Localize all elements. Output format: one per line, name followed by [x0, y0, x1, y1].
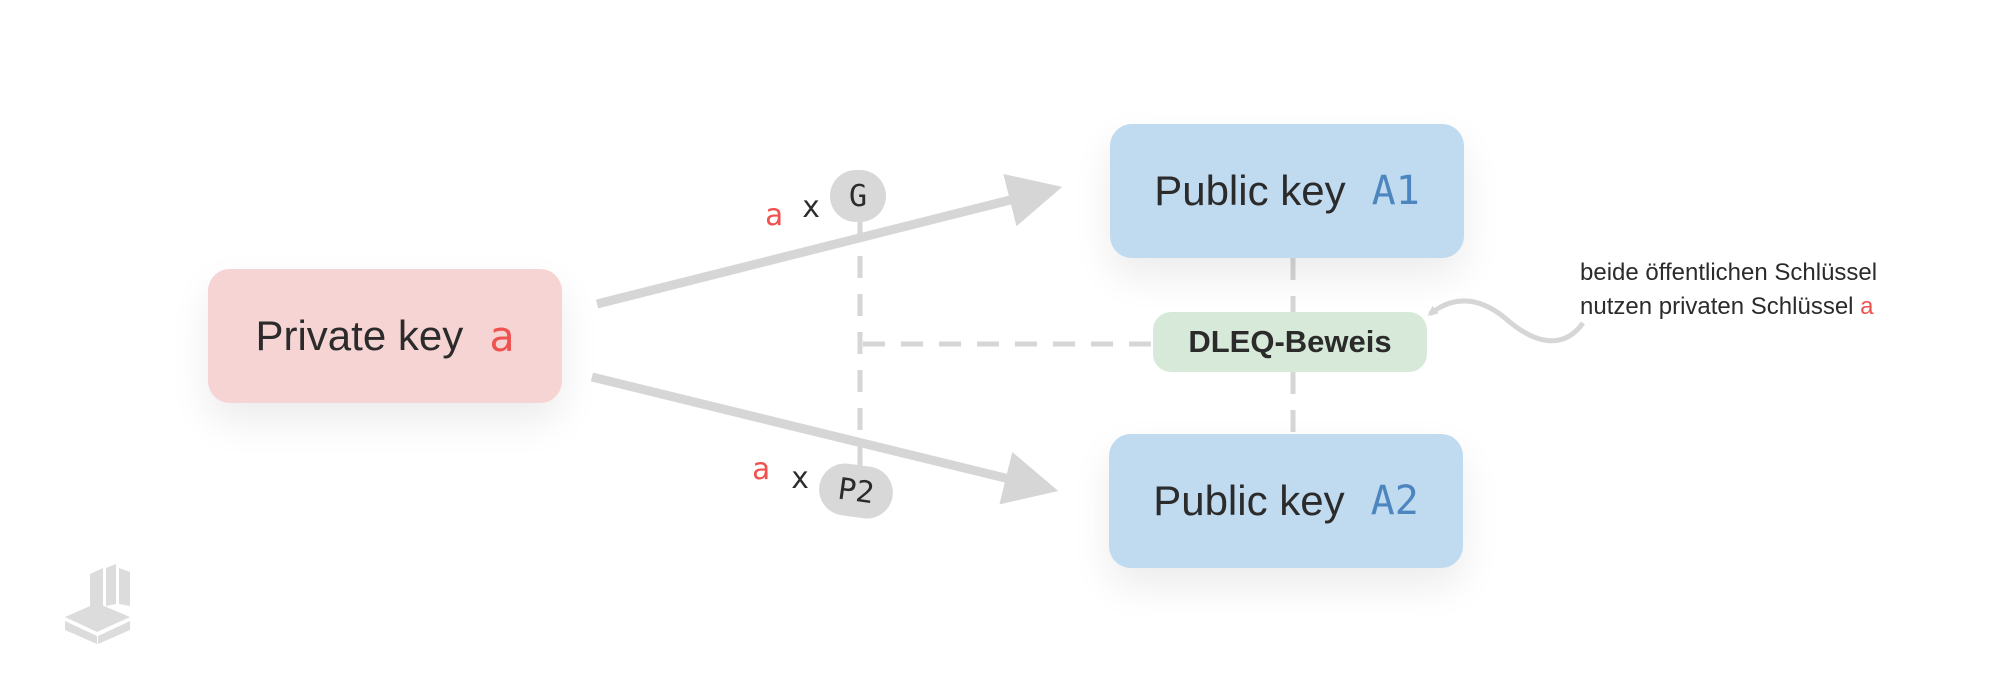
- bottom-operation-operator: x: [791, 461, 810, 496]
- logo-icon: [65, 564, 130, 644]
- private-key-label: Private key: [255, 312, 464, 359]
- top-operation-operator: x: [802, 190, 821, 225]
- public-key-1-label: Public key: [1154, 167, 1346, 214]
- private-key-box: Private key a: [208, 269, 562, 403]
- annotation-line-1: beide öffentlichen Schlüssel: [1580, 259, 1878, 286]
- annotation-pointer-arrow: [1427, 298, 1586, 344]
- public-key-1-box: Public key A1: [1110, 124, 1464, 258]
- arrow-to-public-key-2: [590, 372, 1059, 505]
- annotation-highlight-variable: a: [1860, 293, 1874, 320]
- public-key-1-variable: A1: [1371, 168, 1420, 214]
- bottom-operation-scalar: a: [752, 452, 771, 487]
- top-operation-point-chip: G: [830, 170, 886, 222]
- private-key-variable: a: [489, 311, 515, 361]
- dleq-proof-badge: DLEQ-Beweis: [1153, 312, 1427, 372]
- dleq-proof-label: DLEQ-Beweis: [1188, 324, 1392, 359]
- public-key-2-box: Public key A2: [1109, 434, 1463, 568]
- bottom-operation-point: P2: [835, 471, 877, 511]
- public-key-2-label: Public key: [1153, 477, 1345, 524]
- top-operation-point: G: [848, 178, 868, 214]
- annotation-line-2-text: nutzen privaten Schlüssel: [1580, 293, 1861, 320]
- arrow-to-public-key-1: [595, 173, 1063, 309]
- annotation-line-2: nutzen privaten Schlüssel a: [1580, 290, 1877, 324]
- public-key-2-variable: A2: [1370, 478, 1419, 524]
- annotation-text: beide öffentlichen Schlüssel nutzen priv…: [1580, 256, 1877, 324]
- top-operation-scalar: a: [765, 198, 784, 233]
